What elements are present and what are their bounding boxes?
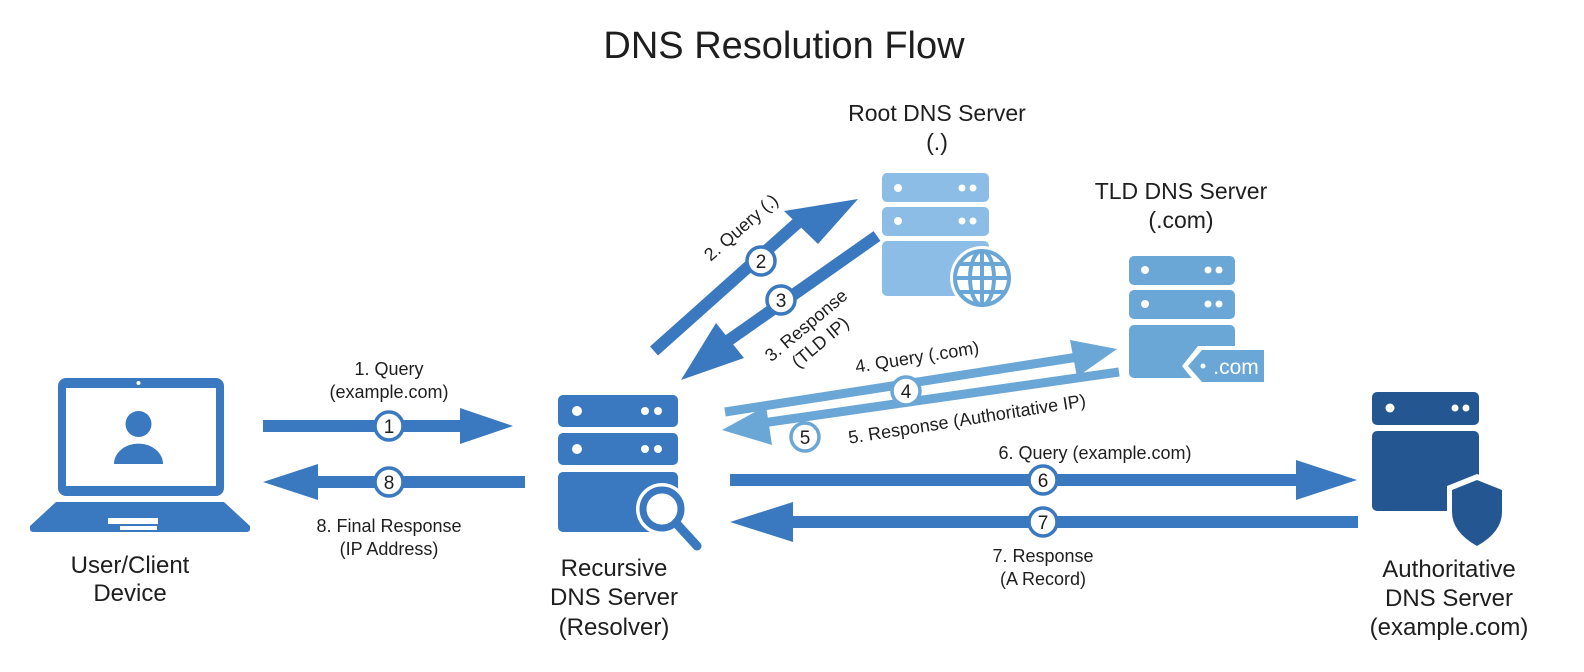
step-badge-number: 3 <box>776 291 787 312</box>
step-8-badge: 8 <box>373 466 405 498</box>
arrow-step-5 <box>722 367 1120 445</box>
diagram-title: DNS Resolution Flow <box>603 25 965 67</box>
authoritative-node: Authoritative DNS Server (example.com) <box>1370 392 1529 641</box>
step-badge-number: 2 <box>756 252 767 273</box>
step-5-label: 5. Response (Authoritative IP) <box>847 390 1087 447</box>
step-5-badge: 5 <box>789 421 821 453</box>
step-badge-circle <box>789 421 821 453</box>
root-label-line2: (.) <box>926 129 948 155</box>
recursive-node: Recursive DNS Server (Resolver) <box>550 395 702 641</box>
recursive-label-line2: DNS Server <box>550 584 678 611</box>
tld-label-line1: TLD DNS Server <box>1095 178 1268 204</box>
server-globe-icon <box>882 173 1014 310</box>
server-magnifier-icon <box>558 395 702 551</box>
step-6-label: 6. Query (example.com) <box>998 443 1191 463</box>
step-badge-circle <box>1027 506 1059 538</box>
root-label-line1: Root DNS Server <box>848 100 1026 126</box>
client-label-line1: User/Client <box>71 552 190 579</box>
server-tag-icon <box>1129 256 1268 386</box>
arrow-step-6 <box>730 460 1357 500</box>
step-7-label-line2: (A Record) <box>1000 569 1086 589</box>
step-7-badge: 7 <box>1027 506 1059 538</box>
arrow-step-2 <box>650 199 858 356</box>
step-badge-circle <box>1027 464 1059 496</box>
authoritative-label-line1: Authoritative <box>1382 556 1515 583</box>
step-badge-circle <box>765 284 797 316</box>
step-8-label-line1: 8. Final Response <box>316 516 461 536</box>
tld-label-line2: (.com) <box>1148 207 1213 233</box>
tld-tag-text: .com <box>1213 356 1259 379</box>
step-7-label-line1: 7. Response <box>992 546 1093 566</box>
root-node: Root DNS Server (.) <box>848 100 1026 310</box>
step-badge-number: 8 <box>384 473 395 494</box>
client-node: User/Client Device <box>30 378 250 607</box>
step-badge-number: 4 <box>901 382 912 403</box>
arrow-step-3 <box>681 231 881 380</box>
recursive-label-line3: (Resolver) <box>559 614 670 641</box>
step-6-badge: 6 <box>1027 464 1059 496</box>
laptop-user-icon <box>30 378 250 532</box>
client-label-line2: Device <box>93 580 166 607</box>
authoritative-label-line3: (example.com) <box>1370 614 1529 641</box>
step-badge-number: 5 <box>800 428 811 449</box>
step-1-label-line1: 1. Query <box>354 359 423 379</box>
server-shield-icon <box>1372 392 1507 552</box>
step-badge-circle <box>745 245 777 277</box>
step-1-badge: 1 <box>373 410 405 442</box>
arrow-step-7 <box>730 502 1358 542</box>
step-badge-circle <box>890 375 922 407</box>
step-8-label-line2: (IP Address) <box>340 539 439 559</box>
step-badge-number: 1 <box>384 417 395 438</box>
step-badge-circle <box>373 410 405 442</box>
step-badge-circle <box>373 466 405 498</box>
recursive-label-line1: Recursive <box>561 555 668 582</box>
step-3-badge: 3 <box>765 284 797 316</box>
arrow-step-8 <box>263 464 525 500</box>
step-2-badge: 2 <box>745 245 777 277</box>
step-4-badge: 4 <box>890 375 922 407</box>
arrow-step-1 <box>263 408 513 444</box>
authoritative-label-line2: DNS Server <box>1385 585 1513 612</box>
tld-node: TLD DNS Server (.com) .com <box>1095 178 1268 386</box>
step-badge-number: 7 <box>1038 513 1049 534</box>
step-1-label-line2: (example.com) <box>329 382 448 402</box>
step-badge-number: 6 <box>1038 471 1049 492</box>
